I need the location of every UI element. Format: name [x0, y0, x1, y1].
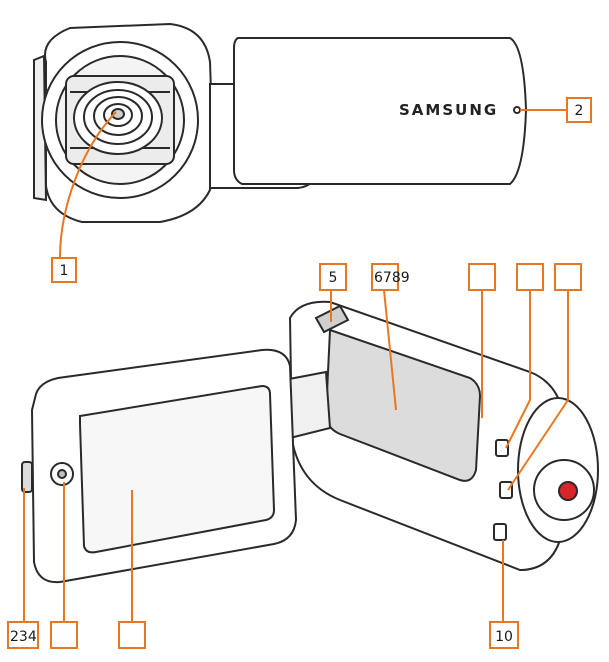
callout-label-234: 234 [10, 629, 37, 645]
callout-box-234 [7, 621, 39, 649]
callout-boxes: 1 2 5 6789 234 10 [7, 97, 592, 649]
callout-label-5: 5 [329, 270, 338, 286]
callout-box-10 [489, 621, 519, 649]
callout-leaders [23, 109, 569, 622]
callout-box-e [118, 621, 146, 649]
callout-box-a [468, 263, 496, 291]
callout-box-2 [566, 97, 592, 123]
leader-line-1 [59, 111, 117, 259]
lcd-screen [79, 384, 276, 554]
side-button-2 [499, 481, 513, 499]
leader-line-6789 [383, 289, 397, 411]
callout-box-c [554, 263, 582, 291]
leader-line-c [507, 290, 569, 491]
lens-center [111, 108, 125, 120]
callout-box-6789 [371, 263, 399, 291]
leader-line-b [505, 290, 531, 449]
callout-box-d [50, 621, 78, 649]
brand-logo: SAMSUNG [399, 101, 498, 119]
side-button-3 [493, 523, 507, 541]
indicator-led [513, 106, 521, 114]
record-button [558, 481, 578, 501]
callout-label-1: 1 [60, 263, 69, 279]
callout-box-1 [51, 257, 77, 283]
callout-box-b [516, 263, 544, 291]
lcd-button-center [57, 469, 67, 479]
side-strap [33, 54, 48, 202]
callout-label-10: 10 [495, 629, 513, 645]
lcd-panel-closed [233, 37, 528, 185]
side-switch [21, 461, 33, 493]
camcorder-front-view [33, 22, 528, 223]
side-button-1 [495, 439, 509, 457]
callout-label-2: 2 [575, 103, 584, 119]
camcorder-open-view [21, 300, 599, 584]
callout-box-5 [319, 263, 347, 291]
callout-label-6789: 6789 [374, 270, 410, 286]
